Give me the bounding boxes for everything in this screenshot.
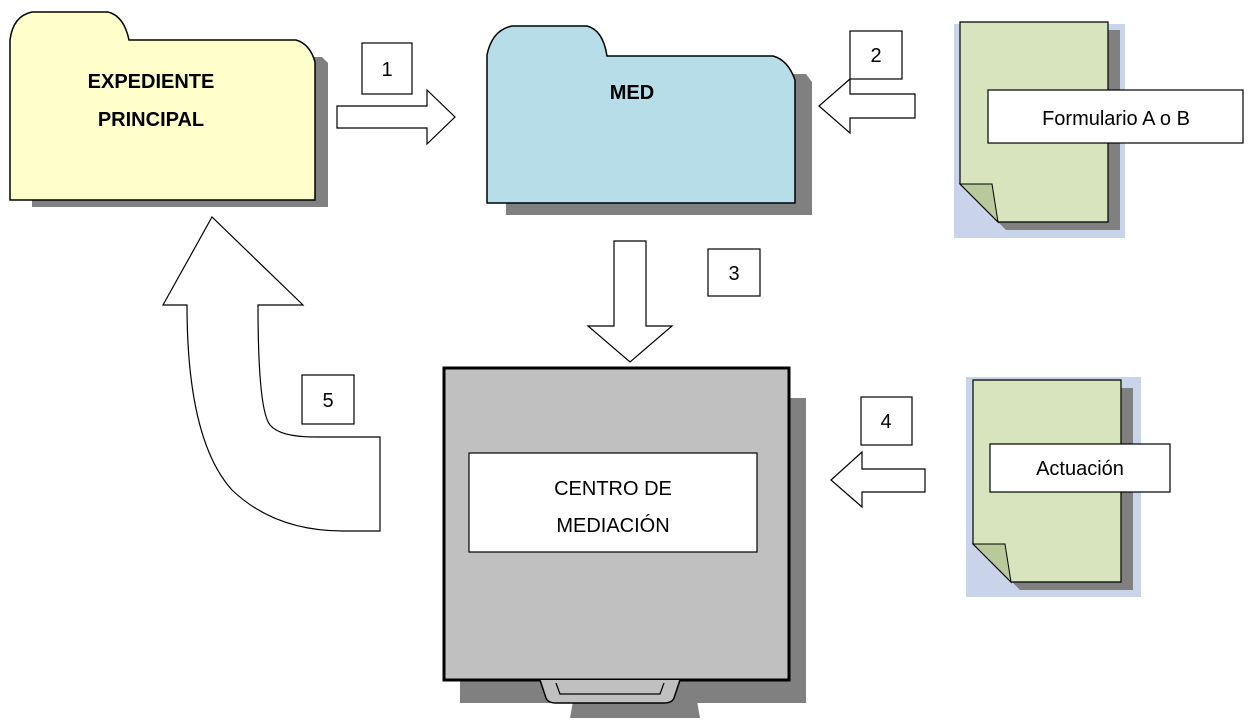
expediente-folder-shape xyxy=(9,11,316,201)
arrow-return-step5 xyxy=(161,216,381,532)
arrow-right-step1 xyxy=(336,88,456,146)
centro-label-line2: MEDIACIÓN xyxy=(556,514,669,537)
centro-label-line1: CENTRO DE xyxy=(554,478,672,500)
med-label: MED xyxy=(610,82,654,104)
step-1-label: 1 xyxy=(381,59,392,81)
step-3: 3 xyxy=(707,248,761,297)
step-5-box xyxy=(301,374,355,425)
step-1: 1 xyxy=(361,42,413,95)
expediente-label-line1: EXPEDIENTE xyxy=(88,71,215,93)
step-2-label: 2 xyxy=(870,45,881,67)
step-5: 5 xyxy=(301,374,355,425)
formulario-label-box xyxy=(987,89,1244,144)
arrow-left-step2 xyxy=(818,77,916,135)
step-5-label: 5 xyxy=(322,390,333,412)
expediente-label-line2: PRINCIPAL xyxy=(98,109,204,131)
step-1-box xyxy=(361,42,413,95)
expediente-principal-folder: EXPEDIENTE PRINCIPAL xyxy=(9,11,328,207)
step-4: 4 xyxy=(860,396,913,446)
step-4-box xyxy=(860,396,913,446)
arrow-left-step4 xyxy=(830,450,926,509)
formulario-document: Formulario A o B xyxy=(954,21,1244,238)
formulario-page-fold xyxy=(958,183,999,224)
actuacion-label-box xyxy=(989,443,1171,493)
centro-mediacion: CENTRO DE MEDIACIÓN xyxy=(442,366,806,718)
arrow-down-step3 xyxy=(586,240,674,363)
step-4-label: 4 xyxy=(880,411,891,433)
centro-handle-inner xyxy=(555,682,665,695)
centro-handle xyxy=(539,679,681,704)
centro-label-box xyxy=(468,452,758,553)
actuacion-label: Actuación xyxy=(1036,458,1124,480)
step-2-box xyxy=(849,30,903,80)
med-folder: MED xyxy=(486,25,812,215)
step-3-box xyxy=(707,248,761,297)
actuacion-page-fold xyxy=(971,543,1012,584)
step-3-label: 3 xyxy=(728,263,739,285)
actuacion-document: Actuación xyxy=(966,377,1171,597)
formulario-label: Formulario A o B xyxy=(1042,108,1190,130)
step-2: 2 xyxy=(849,30,903,80)
med-folder-shape xyxy=(486,25,796,204)
centro-handle-shadow xyxy=(570,690,700,718)
